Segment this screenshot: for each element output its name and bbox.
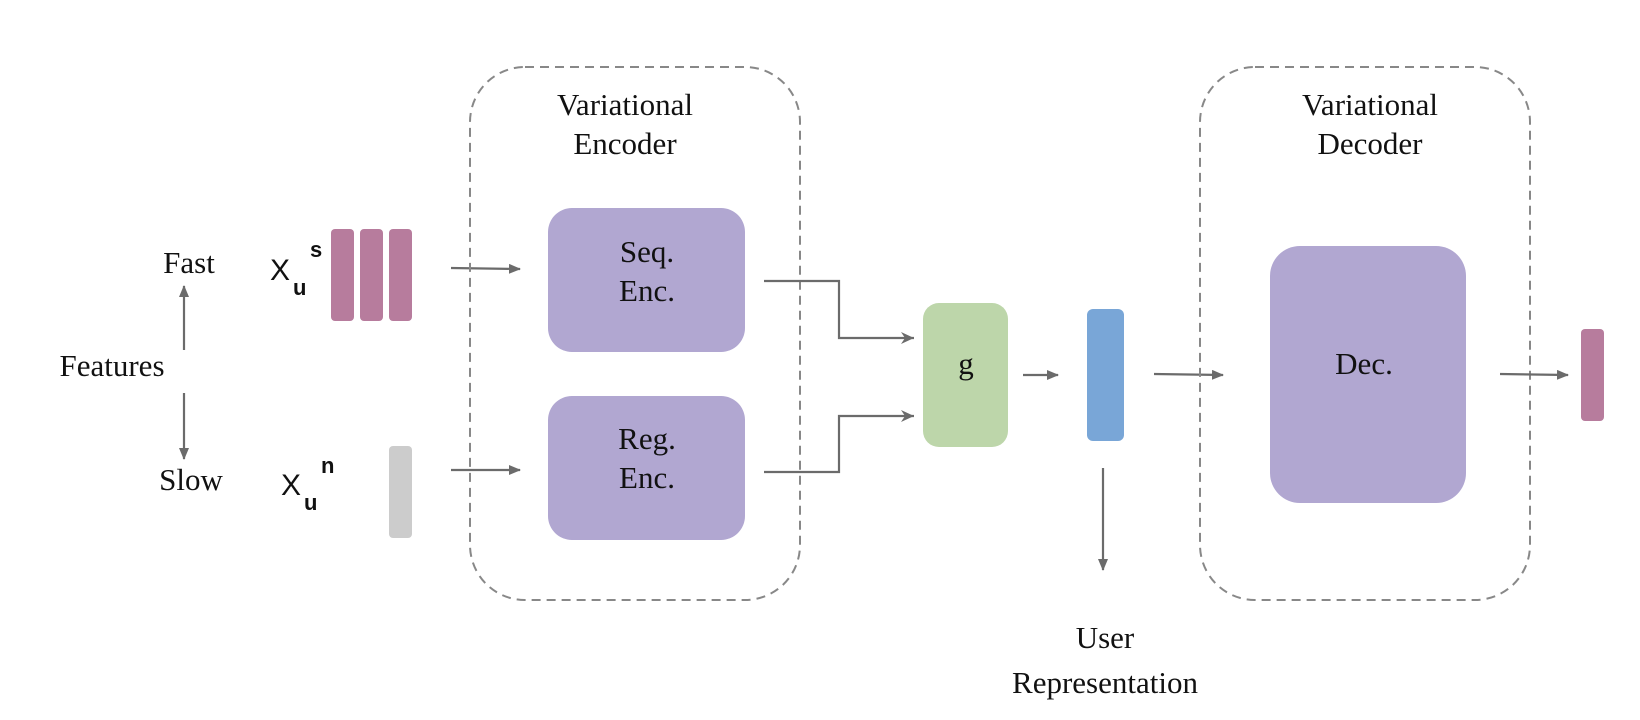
fast-feature-bar <box>331 229 354 321</box>
combiner-block[interactable]: g <box>923 303 1008 447</box>
combiner-box[interactable] <box>923 303 1008 447</box>
fast-input-base: X <box>270 254 290 287</box>
encoder-title-line2: Encoder <box>573 126 677 161</box>
representation-label-line1: User <box>1076 620 1135 655</box>
fast-feature-bar <box>360 229 383 321</box>
arrow-representation-to-dec <box>1153 369 1224 380</box>
slow-input-sup: n <box>321 453 334 478</box>
user-representation-bar[interactable] <box>1087 309 1124 441</box>
encoder-group-border <box>469 66 801 601</box>
decoder-title-line2: Decoder <box>1318 126 1424 161</box>
arrow-fast-to-seq-enc <box>450 263 521 274</box>
reg-enc-label-line2: Enc. <box>619 460 675 495</box>
reg-enc-label-line1: Reg. <box>618 421 676 456</box>
decoder-group-border <box>1199 66 1531 601</box>
combiner-label: g <box>958 346 974 381</box>
fast-label: Fast <box>163 245 215 280</box>
slow-input-base: X <box>281 469 301 502</box>
slow-input-symbol: X u n <box>281 453 334 515</box>
slow-feature-bar <box>389 446 412 538</box>
dec-box[interactable] <box>1270 246 1466 503</box>
seq-enc-box[interactable] <box>548 208 745 352</box>
reg-enc-block[interactable]: Reg. Enc. <box>548 396 745 540</box>
representation-label-line2: Representation <box>1012 665 1198 700</box>
fast-input-sup: s <box>310 237 322 262</box>
seq-enc-label-line2: Enc. <box>619 273 675 308</box>
output-bar <box>1581 329 1604 421</box>
fast-input-sub: u <box>293 275 306 300</box>
reg-enc-box[interactable] <box>548 396 745 540</box>
fast-feature-bars <box>331 229 412 321</box>
fast-input-symbol: X u s <box>270 237 322 300</box>
slow-label: Slow <box>159 462 223 497</box>
features-label: Features <box>59 348 164 383</box>
encoder-title-line1: Variational <box>557 87 693 122</box>
seq-enc-block[interactable]: Seq. Enc. <box>548 208 745 352</box>
connector-reg-enc-to-g <box>764 410 914 474</box>
arrow-dec-to-output <box>1499 369 1569 380</box>
dec-label: Dec. <box>1335 346 1393 381</box>
slow-input-sub: u <box>304 490 317 515</box>
decoder-title-line1: Variational <box>1302 87 1438 122</box>
seq-enc-label-line1: Seq. <box>620 234 674 269</box>
fast-feature-bar <box>389 229 412 321</box>
dec-block[interactable]: Dec. <box>1270 246 1466 503</box>
connector-seq-enc-to-g <box>764 279 914 344</box>
